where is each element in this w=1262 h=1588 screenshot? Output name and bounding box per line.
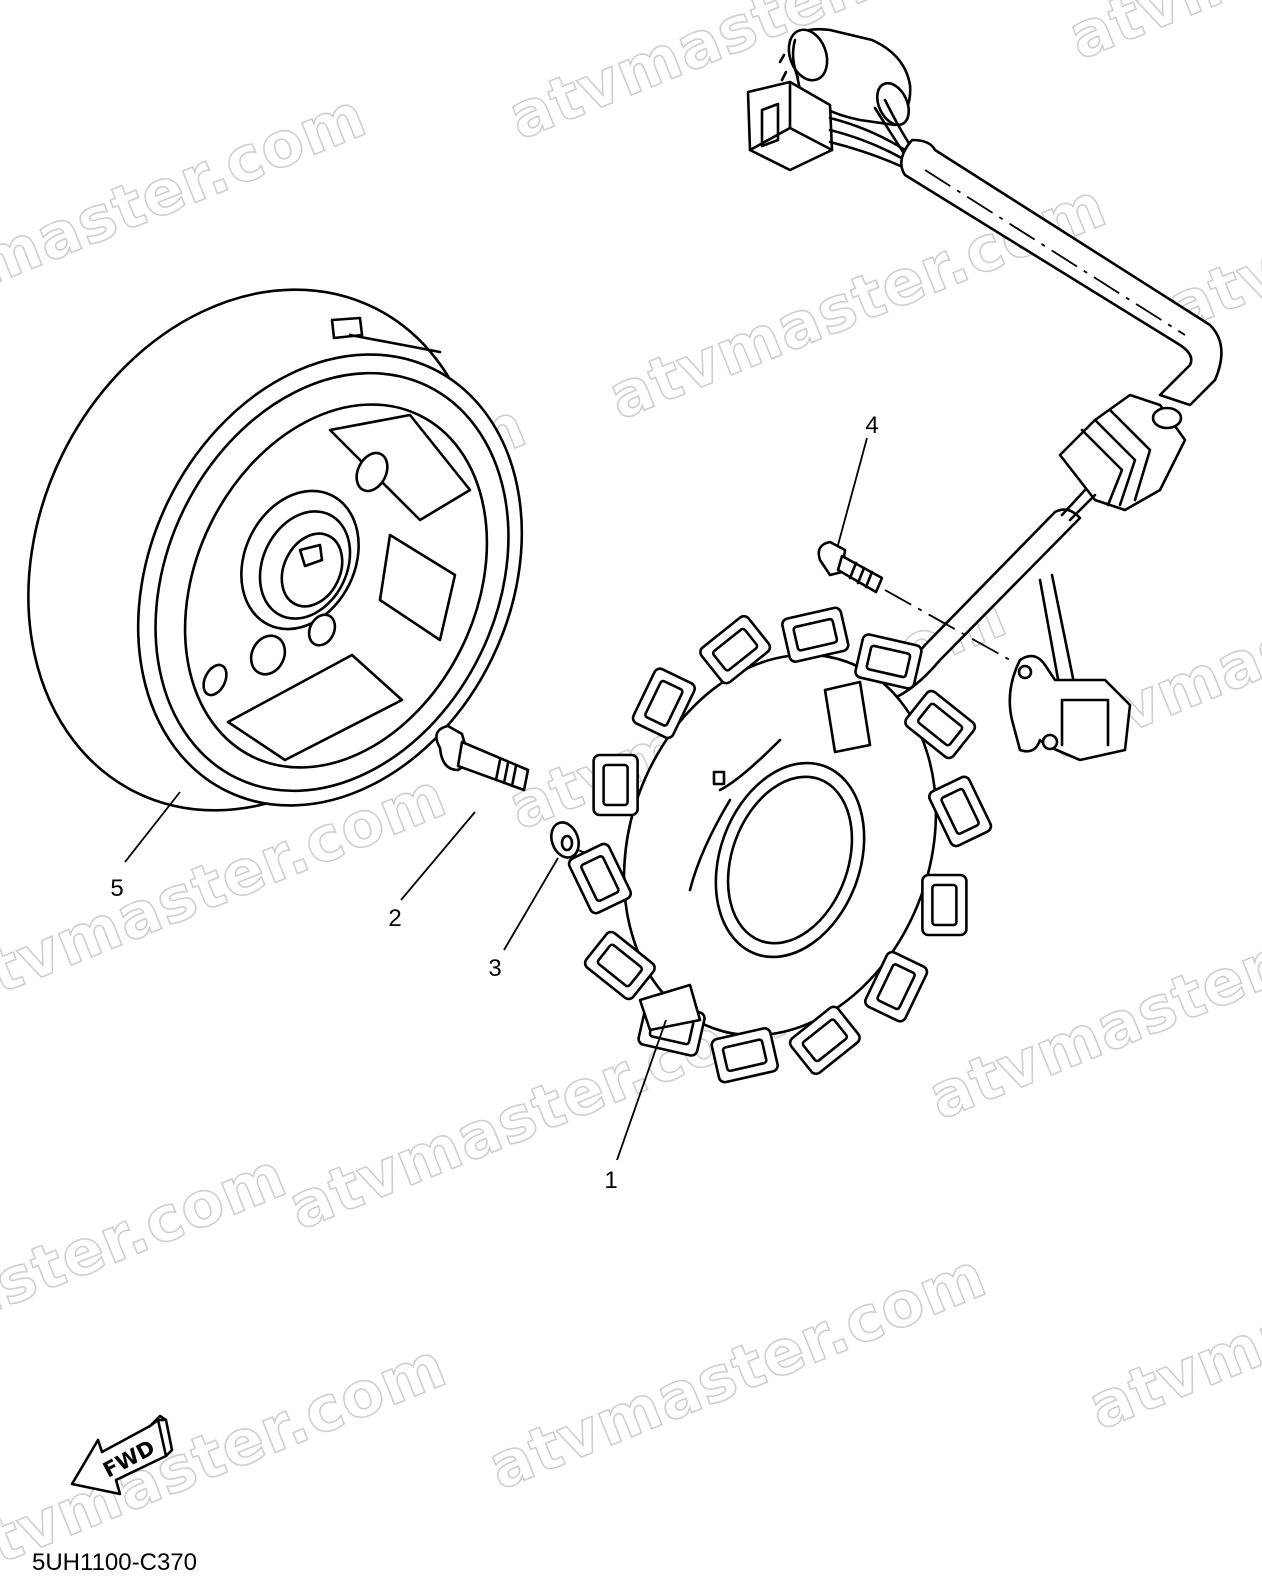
stator-assembly [567, 606, 993, 1084]
stator-pole [567, 842, 633, 915]
stator-pole-face [876, 963, 916, 1011]
stator-pole [904, 689, 977, 760]
leader-lines [124, 437, 868, 1161]
stator-pole [788, 1005, 861, 1076]
watermark-text: atvmaster.com [0, 1138, 296, 1404]
watermark-text: atvmaster.com [1078, 1178, 1262, 1444]
stator-pole-face [931, 883, 958, 927]
callout-3: 3 [488, 955, 501, 982]
stator-pole-face [602, 763, 629, 807]
watermark-text: atvmaster.com [598, 168, 1116, 434]
screw-part-4 [817, 540, 1011, 661]
watermark-text: atvmaster.com [918, 868, 1262, 1134]
stator-pole-face [596, 943, 644, 988]
stator-pole-face [940, 787, 980, 835]
stator-pole-face [916, 702, 964, 747]
stator-pole-face [580, 855, 620, 903]
stator-pole-face [711, 627, 759, 672]
bolt-part-2 [435, 724, 530, 792]
flywheel-rotor [27, 288, 524, 812]
washer-part-3 [550, 821, 609, 863]
stator-pole [583, 930, 656, 1001]
watermark-text: atvmaster.com [478, 1238, 996, 1504]
wire-harness [746, 27, 1223, 762]
stator-pole [863, 950, 929, 1023]
watermark-text: atvmaster.com [1058, 0, 1262, 74]
stator-pole-face [644, 679, 684, 727]
stator-pole [699, 614, 772, 685]
callout-1: 1 [604, 1167, 617, 1194]
stator-pole-face [801, 1018, 849, 1063]
stator-pole [927, 775, 993, 848]
callout-4: 4 [865, 412, 878, 439]
stator-pole-face [792, 617, 839, 652]
callout-2: 2 [388, 905, 401, 932]
stator-pole [631, 667, 697, 740]
stator-pole-face [865, 644, 912, 679]
drawing-code: 5UH1100-C370 [32, 1549, 197, 1576]
stator-pole-face [721, 1038, 768, 1073]
callout-5: 5 [110, 875, 123, 902]
